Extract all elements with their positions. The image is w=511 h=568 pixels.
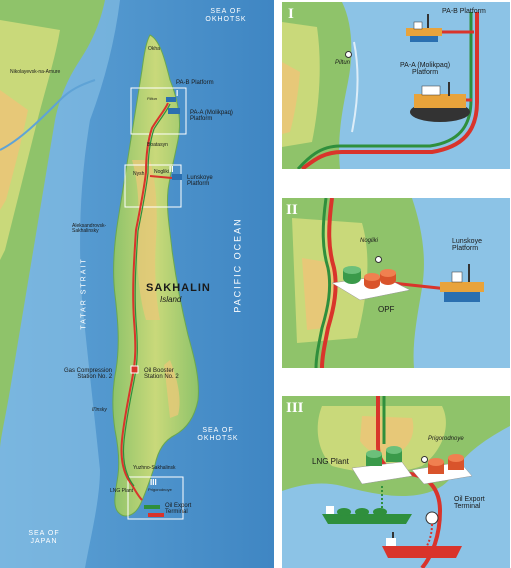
inset-3-prigorodnoye-dot (421, 456, 428, 463)
inset-2-lunskoye: Lunskoye Platform (452, 238, 482, 253)
inset-2-nogliki: Nogliki (360, 238, 379, 244)
facility-oil-station: Oil Booster Station No. 2 (144, 368, 179, 381)
sea-label-okhotsk-south: SEA OF OKHOTSK (197, 427, 239, 443)
main-map: SEA OF OKHOTSK SEA OF OKHOTSK SEA OF JAP… (0, 0, 274, 568)
place-nikolayevsk: Nikolayevsk-na-Amure (10, 69, 61, 75)
facility-pa-b: PA-B Platform (176, 80, 214, 86)
place-prigorodnoye: Prigorodnoye (148, 487, 172, 492)
ocean-label-pacific: PACIFIC OCEAN (232, 217, 243, 313)
inset-3-graphic (282, 396, 510, 568)
inset-1-pa-b: PA-B Platform (442, 8, 486, 15)
inset-3: III Prigorodnoye LNG Plant Oil Export Te… (282, 396, 510, 568)
facility-oil-export: Oil Export Terminal (165, 503, 192, 516)
sea-label-okhotsk-north: SEA OF OKHOTSK (205, 8, 247, 24)
inset-2-nogliki-dot (375, 256, 382, 263)
marker-inset-2: II (169, 165, 174, 174)
facility-lng-plant: LNG Plant (110, 488, 134, 494)
inset-1-graphic (282, 2, 479, 169)
place-nysh: Nysh (133, 171, 145, 177)
inset-1-piltun: Piltun (335, 60, 351, 66)
place-boatasyn: Boatasyn (147, 142, 168, 148)
inset-2-numeral: II (286, 202, 298, 218)
place-piltun: Piltun (147, 96, 158, 101)
inset-1-pa-a: PA-A (Molikpaq) Platform (400, 62, 451, 77)
facility-lunskoye: Lunskoye Platform (187, 175, 213, 188)
sea-label-japan: SEA OF JAPAN (28, 530, 60, 546)
island-name: SAKHALIN (146, 282, 211, 294)
island-subtitle: Island (160, 295, 182, 304)
sea-label-tatar-strait: TATAR STRAIT (80, 257, 88, 330)
place-yuzhno: Yuzhno-Sakhalinsk (133, 465, 176, 471)
place-ilinsky: Il'insky (92, 407, 107, 413)
inset-2-opf: OPF (378, 305, 395, 314)
facility-pa-a: PA-A (Molikpaq) Platform (190, 110, 233, 123)
inset-1-numeral: I (288, 6, 294, 22)
inset-2-graphic (282, 198, 484, 368)
inset-1: I Piltun PA-B Platform PA-A (Molikpaq) P… (282, 2, 510, 169)
place-okha: Okha (148, 46, 160, 52)
inset-3-lng-plant: LNG Plant (312, 457, 349, 466)
inset-1-piltun-dot (345, 51, 352, 58)
inset-3-numeral: III (286, 400, 304, 416)
marker-inset-1: I (176, 89, 179, 98)
place-nogliki: Nogliki (154, 169, 170, 175)
main-map-graphic (0, 0, 274, 568)
inset-2: II Nogliki Lunskoye Platform OPF (282, 198, 510, 368)
inset-3-prigorodnoye: Prigorodnoye (428, 436, 464, 442)
marker-inset-3: III (150, 478, 157, 487)
place-aleksandrovsk: Aleksandrovsk- Sakhalinsky (72, 223, 107, 235)
facility-gas-station: Gas Compression Station No. 2 (64, 368, 113, 381)
inset-3-oil-export: Oil Export Terminal (454, 496, 485, 511)
